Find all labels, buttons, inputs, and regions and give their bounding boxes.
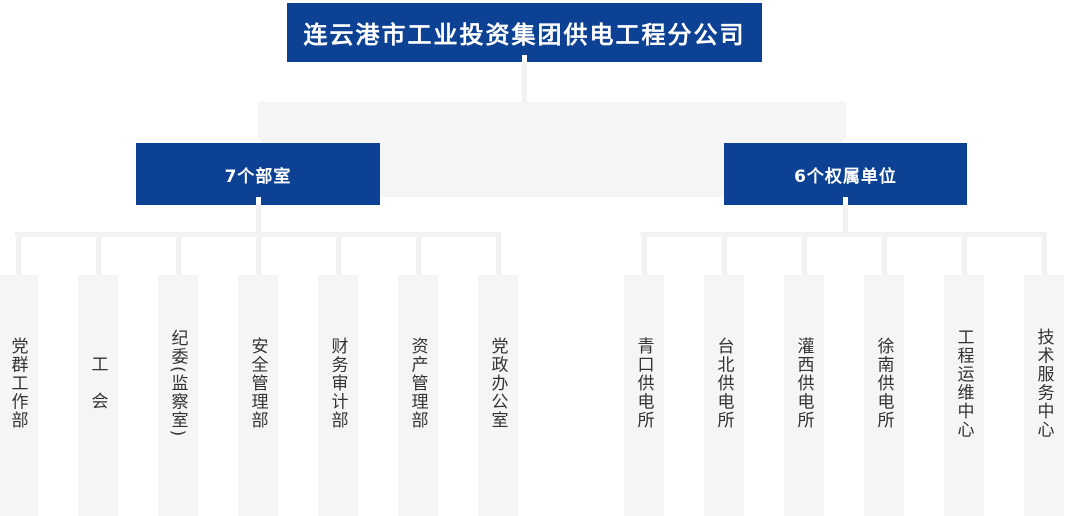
branch-units-label: 6个权属单位 xyxy=(794,166,897,187)
department-column-2: 工 会 xyxy=(78,275,118,516)
connector-tick xyxy=(843,138,848,143)
connector-drop xyxy=(1041,232,1047,275)
connector-drop xyxy=(721,232,727,275)
unit-column-4: 徐南供电所 xyxy=(864,275,904,516)
connector-stem-units xyxy=(843,204,848,234)
unit-label-5: 工程运维中心 xyxy=(953,327,974,439)
connector-drop xyxy=(495,232,501,275)
connector-drop xyxy=(641,232,647,275)
org-root-label: 连云港市工业投资集团供电工程分公司 xyxy=(303,21,746,49)
unit-column-1: 青口供电所 xyxy=(624,275,664,516)
connector-stem-root xyxy=(522,62,527,103)
department-column-3: 纪委(监察室) xyxy=(158,275,198,516)
unit-label-3: 灌西供电所 xyxy=(793,336,814,430)
department-label-2: 工 会 xyxy=(87,355,108,411)
connector-tick xyxy=(843,197,848,204)
connector-drop xyxy=(335,232,341,275)
connector-drop xyxy=(415,232,421,275)
department-column-5: 财务审计部 xyxy=(318,275,358,516)
department-column-7: 党政办公室 xyxy=(478,275,518,516)
department-label-7: 党政办公室 xyxy=(487,336,508,430)
connector-drop xyxy=(175,232,181,275)
connector-drop xyxy=(15,232,21,275)
department-column-6: 资产管理部 xyxy=(398,275,438,516)
branch-departments-node: 7个部室 xyxy=(136,143,380,205)
connector-drop xyxy=(881,232,887,275)
branch-units-node: 6个权属单位 xyxy=(724,143,967,205)
department-label-4: 安全管理部 xyxy=(247,336,268,430)
department-label-1: 党群工作部 xyxy=(7,336,28,430)
unit-column-5: 工程运维中心 xyxy=(944,275,984,516)
connector-drop xyxy=(255,232,261,275)
department-column-1: 党群工作部 xyxy=(0,275,38,516)
branch-departments-label: 7个部室 xyxy=(224,166,292,187)
connector-tick xyxy=(256,197,261,204)
unit-column-2: 台北供电所 xyxy=(704,275,744,516)
department-column-4: 安全管理部 xyxy=(238,275,278,516)
org-root-node: 连云港市工业投资集团供电工程分公司 xyxy=(287,3,762,62)
unit-column-3: 灌西供电所 xyxy=(784,275,824,516)
unit-label-1: 青口供电所 xyxy=(633,336,654,430)
connector-tick xyxy=(256,138,261,143)
connector-drop xyxy=(801,232,807,275)
unit-column-6: 技术服务中心 xyxy=(1024,275,1064,516)
department-label-5: 财务审计部 xyxy=(327,336,348,430)
department-label-6: 资产管理部 xyxy=(407,336,428,430)
department-label-3: 纪委(监察室) xyxy=(167,328,188,438)
connector-tick xyxy=(522,55,527,62)
connector-drop xyxy=(961,232,967,275)
unit-label-6: 技术服务中心 xyxy=(1033,327,1054,439)
unit-label-4: 徐南供电所 xyxy=(873,336,894,430)
connector-rail-units xyxy=(641,232,1047,237)
connector-stem-departments xyxy=(256,204,261,234)
connector-drop xyxy=(95,232,101,275)
unit-label-2: 台北供电所 xyxy=(713,336,734,430)
